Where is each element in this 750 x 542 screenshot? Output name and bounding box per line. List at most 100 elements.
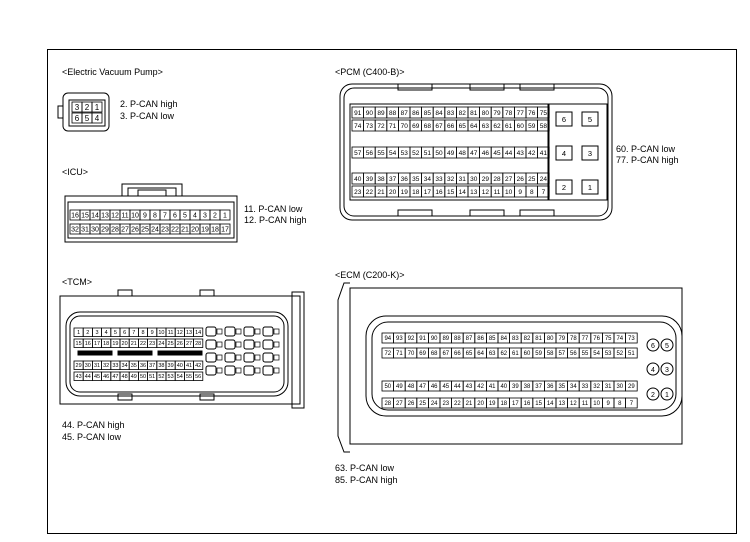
tcm-power-pin-tab xyxy=(254,328,261,335)
tcm-power-pin xyxy=(224,339,236,350)
ecm-r3-pin-label: 40 xyxy=(500,384,507,390)
icu-title: <ICU> xyxy=(62,167,89,177)
pcm-r5-pin-label: 14 xyxy=(459,189,467,196)
pcm-power-pin xyxy=(555,179,573,195)
ecm-r3-pin-label: 50 xyxy=(384,384,391,390)
icu-top-pin-label: 9 xyxy=(143,213,147,220)
tcm-key xyxy=(77,350,113,356)
ecm-r4-pin-label: 17 xyxy=(512,401,519,407)
tcm-power-pin xyxy=(262,365,274,376)
ecm-r1-pin-label: 80 xyxy=(547,336,554,342)
tcm-r4-pin-label: 46 xyxy=(103,374,109,380)
tcm-r4-pin-label: 47 xyxy=(112,374,118,380)
evp-bottom-pin xyxy=(91,112,103,124)
tcm-r3-pin-label: 41 xyxy=(186,363,192,369)
ecm-power-pin-label: 2 xyxy=(651,392,655,399)
ecm-r1-pin-label: 75 xyxy=(605,336,612,342)
tcm-r2-pin-label: 27 xyxy=(186,341,192,347)
tcm-r1-pin-label: 8 xyxy=(141,330,144,336)
tcm-r2-pin-label: 21 xyxy=(131,341,137,347)
ecm-note-2: 85. P-CAN high xyxy=(335,475,398,485)
pcm-r3-pin-label: 57 xyxy=(354,150,362,157)
pcm-r5-pin-label: 15 xyxy=(447,189,455,196)
tcm-latch xyxy=(117,289,133,297)
pcm-r3-pin-label: 47 xyxy=(470,150,478,157)
ecm-power-pin xyxy=(660,338,674,352)
pcm-r1-pin-label: 84 xyxy=(435,110,443,117)
tcm-power-pin xyxy=(243,326,255,337)
pcm-r2-pin-label: 67 xyxy=(435,123,443,130)
tcm-power-pin-tab xyxy=(254,354,261,361)
tcm-latch xyxy=(117,393,133,401)
pcm-r5-pin-label: 13 xyxy=(470,189,478,196)
pcm-r1-pin-label: 86 xyxy=(412,110,420,117)
pcm-r5-pin-label: 17 xyxy=(424,189,432,196)
ecm-r1-pin-label: 88 xyxy=(454,336,461,342)
tcm-title: <TCM> xyxy=(62,277,93,287)
tcm-r1-pin-label: 11 xyxy=(168,330,174,336)
pcm-r3-pin-label: 41 xyxy=(540,150,548,157)
tcm-r2-pin-label: 16 xyxy=(85,341,91,347)
tcm-r3-pin-label: 39 xyxy=(168,363,174,369)
pcm-r1-pin-label: 85 xyxy=(424,110,432,117)
icu-top-pin-label: 4 xyxy=(193,213,197,220)
ecm-r2-pin-label: 58 xyxy=(547,351,554,357)
icu-bottom-pin-label: 22 xyxy=(171,227,179,234)
tcm-r4-pin-label: 55 xyxy=(186,374,192,380)
tcm-key xyxy=(117,350,153,356)
tcm-r1-pin-label: 6 xyxy=(123,330,126,336)
ecm-r4-pin xyxy=(625,397,638,409)
ecm-housing xyxy=(349,287,683,445)
ecm-r1-pin-label: 73 xyxy=(628,336,635,342)
ecm-r4-pin-label: 20 xyxy=(477,401,484,407)
pcm-r3-pin-label: 42 xyxy=(528,150,536,157)
pcm-r4-pin-label: 27 xyxy=(505,176,513,183)
tcm-r1-pin xyxy=(193,327,204,337)
evp-note-2: 3. P-CAN low xyxy=(120,111,175,121)
ecm-r2-pin-label: 59 xyxy=(535,351,542,357)
icu-bottom-pin-label: 28 xyxy=(111,227,119,234)
tcm-r3-pin-label: 35 xyxy=(131,363,137,369)
pcm-r5-pin-label: 20 xyxy=(389,189,397,196)
tcm-power-pin-tab xyxy=(216,328,223,335)
tcm-r3-pin-label: 40 xyxy=(177,363,183,369)
ecm-r3-pin-label: 34 xyxy=(570,384,577,390)
ecm-power-pin xyxy=(646,387,660,401)
pcm-r5-pin-label: 16 xyxy=(435,189,443,196)
pcm-r1-pin-label: 80 xyxy=(482,110,490,117)
ecm-r2-pin-label: 56 xyxy=(570,351,577,357)
pcm-r2-pin-label: 73 xyxy=(366,123,374,130)
evp-top-pin-label: 2 xyxy=(85,103,90,112)
ecm-r4-pin-label: 11 xyxy=(582,401,589,407)
ecm-r3-pin-label: 32 xyxy=(593,384,600,390)
tcm-r2-pin-label: 23 xyxy=(149,341,155,347)
ecm-pin-frame-inner xyxy=(371,321,677,411)
ecm-r4-pin-label: 16 xyxy=(524,401,531,407)
tcm-r3-pin-label: 42 xyxy=(195,363,201,369)
pcm-r4-pin-label: 28 xyxy=(493,176,501,183)
ecm-r3-pin-label: 35 xyxy=(558,384,565,390)
evp-bottom-pin-label: 5 xyxy=(85,114,90,123)
ecm-r3-pin xyxy=(625,380,638,392)
ecm-r2-pin-label: 70 xyxy=(408,351,415,357)
tcm-r4-pin-label: 45 xyxy=(94,374,100,380)
ecm-r1-pin-label: 93 xyxy=(396,336,403,342)
icu-top-pin-label: 1 xyxy=(223,213,227,220)
ecm-r3-pin-label: 43 xyxy=(466,384,473,390)
tcm-r3-pin-label: 32 xyxy=(103,363,109,369)
tcm-r2-pin-label: 28 xyxy=(195,341,201,347)
ecm-r3-pin-label: 48 xyxy=(408,384,415,390)
ecm-r2-pin-label: 53 xyxy=(605,351,612,357)
icu-bottom-pin-label: 24 xyxy=(151,227,159,234)
ecm-r1-pin-label: 81 xyxy=(535,336,542,342)
tcm-note-2: 45. P-CAN low xyxy=(62,432,122,442)
pcm-r3-pin-label: 43 xyxy=(517,150,525,157)
pcm-r5-pin-label: 12 xyxy=(482,189,490,196)
tcm-side-lock xyxy=(291,291,305,409)
icu-top-pin-label: 13 xyxy=(101,213,109,220)
ecm-r4-pin-label: 21 xyxy=(466,401,473,407)
pcm-latch xyxy=(469,209,505,217)
